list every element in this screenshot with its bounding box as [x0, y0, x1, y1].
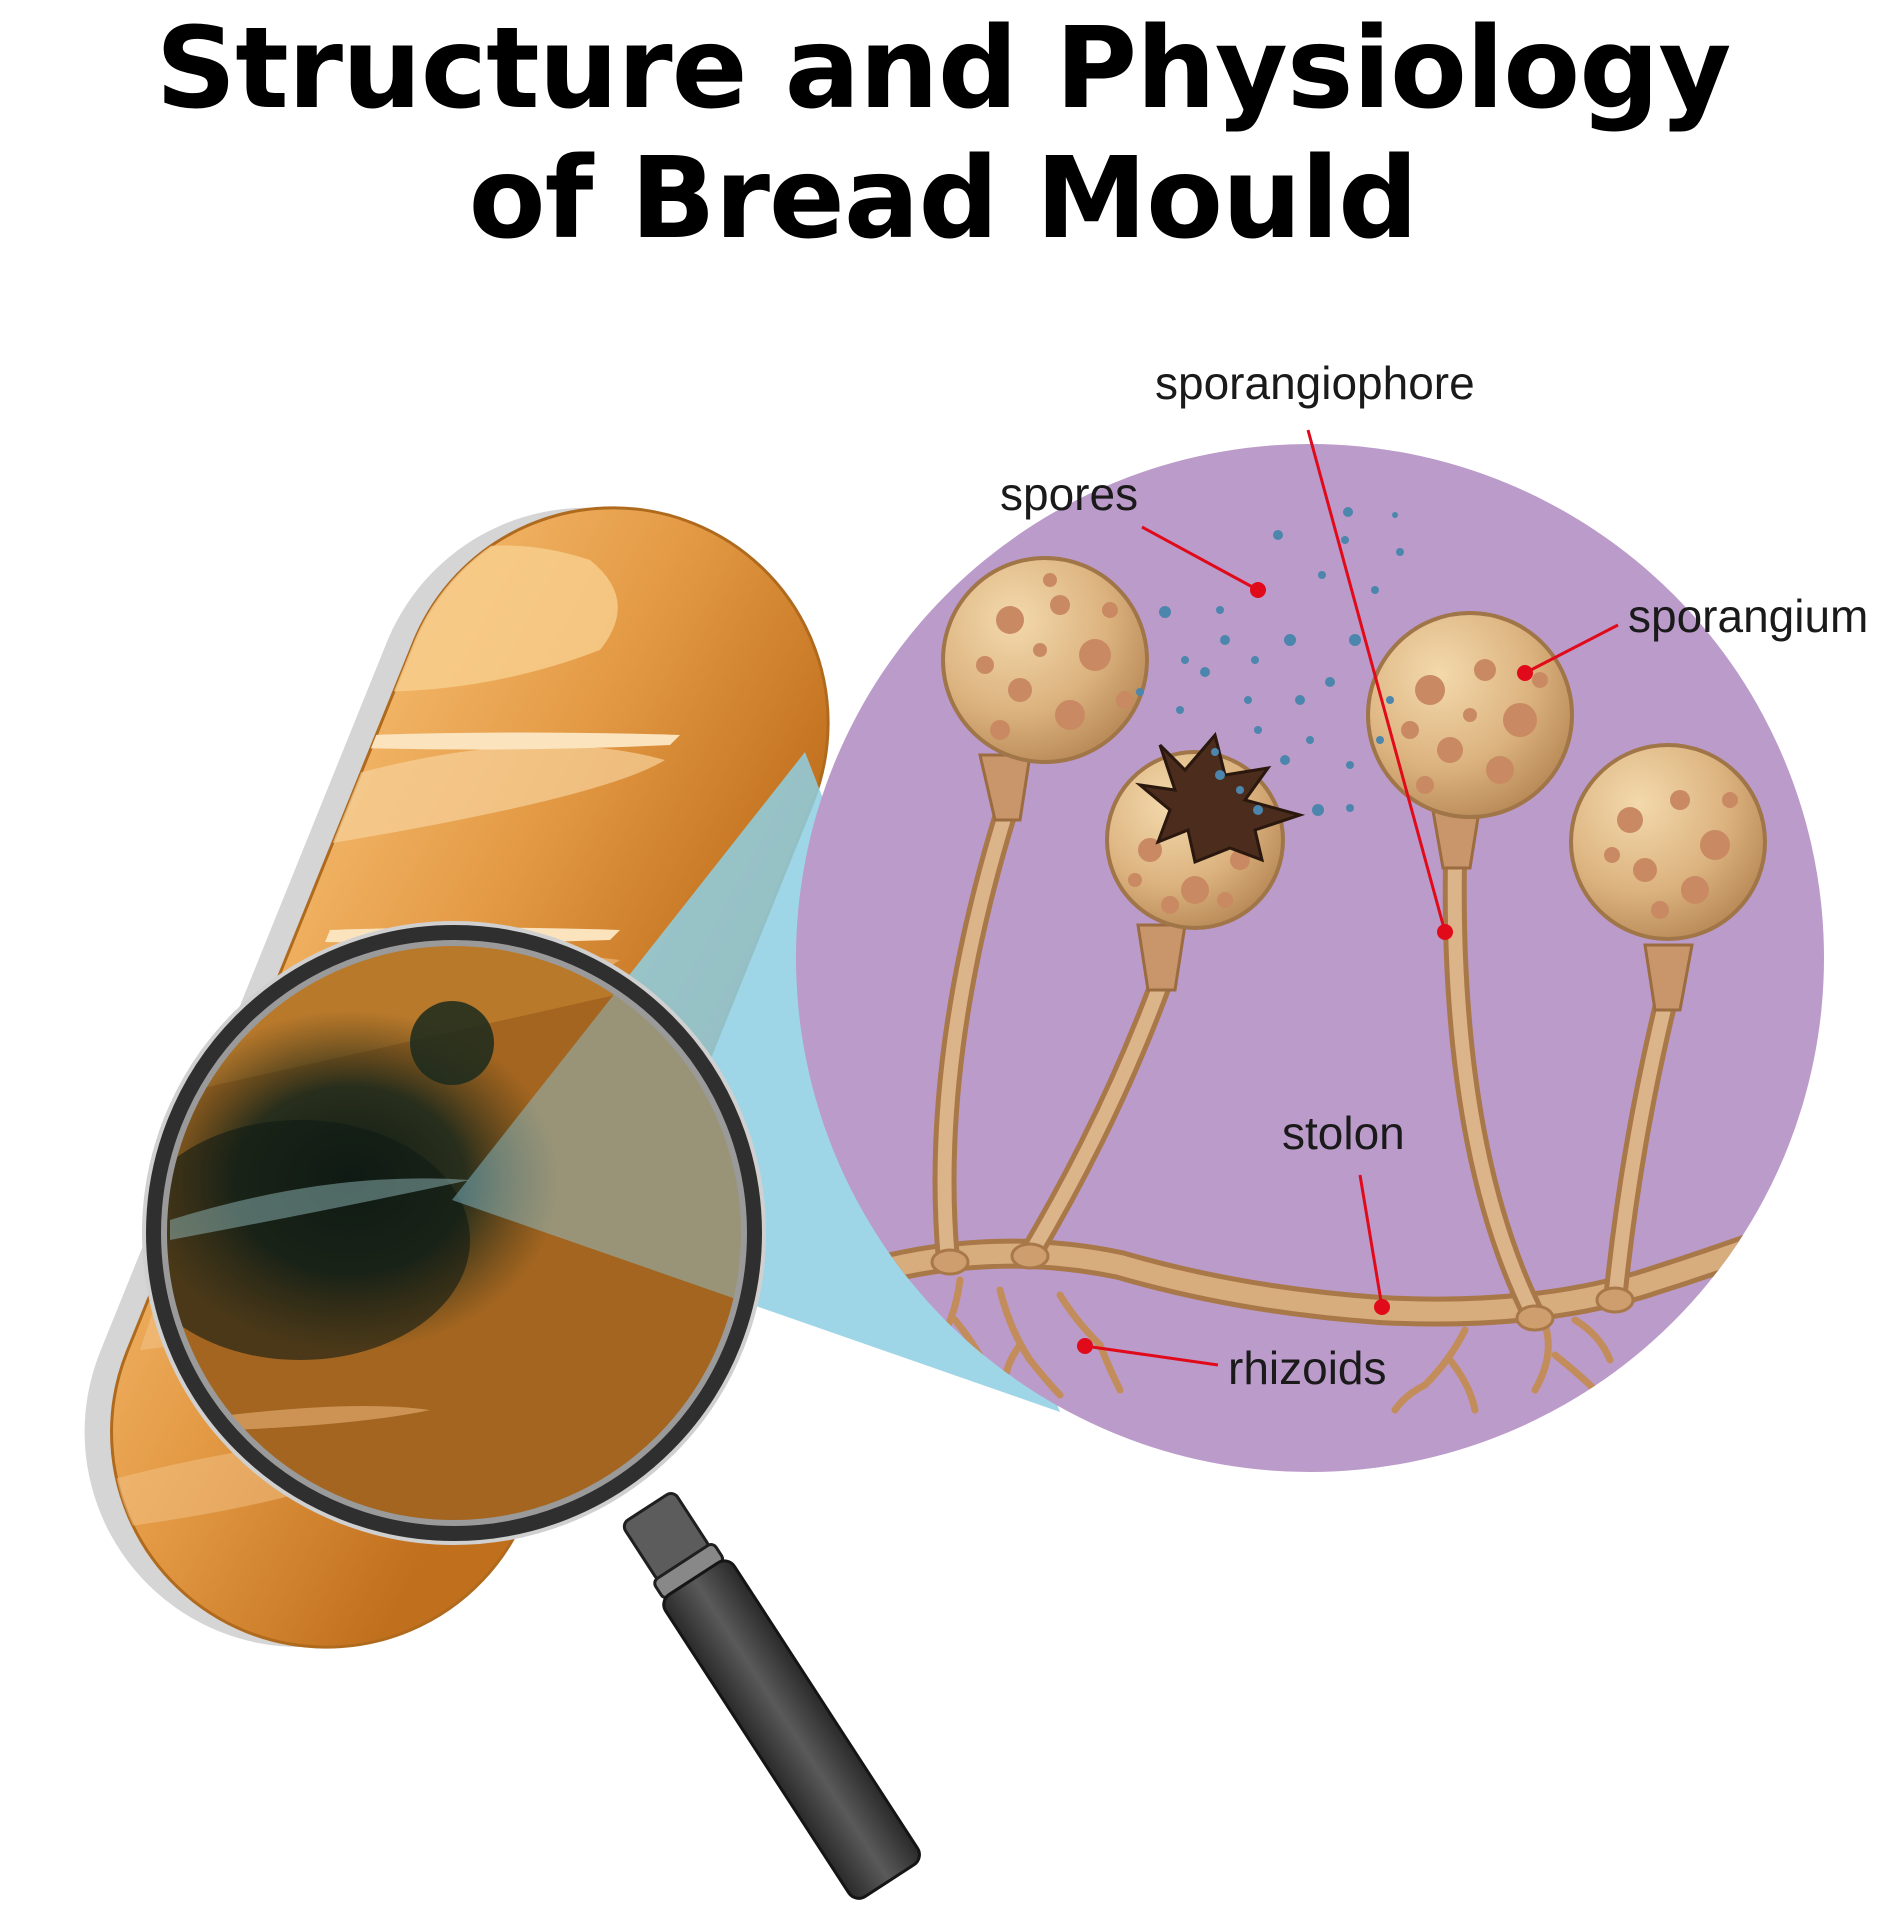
- label-rhizoids: rhizoids: [1228, 1342, 1387, 1394]
- leader-lines: [1077, 429, 1619, 1367]
- label-spores: spores: [1000, 468, 1138, 520]
- sporangiophore-leader: [1306, 429, 1447, 933]
- label-stolon: stolon: [1282, 1107, 1405, 1159]
- magnifying-glass: [142, 921, 921, 1900]
- magnifier-handle: [622, 1492, 921, 1900]
- label-sporangiophore: sporangiophore: [1155, 357, 1475, 409]
- mould-spot: [410, 1001, 494, 1085]
- spores-cloud: [1136, 507, 1404, 816]
- rhizoids-leader: [1084, 1344, 1219, 1367]
- sporangiophores: [932, 803, 1677, 1330]
- ruptured-wall: [1134, 731, 1306, 865]
- lens-rim: [144, 923, 764, 1543]
- sporangium-leader: [1524, 623, 1619, 675]
- spores-leader: [1141, 525, 1259, 592]
- label-sporangium: sporangium: [1628, 590, 1868, 642]
- title-line-2: of Bread Mould: [468, 134, 1419, 264]
- apophyses: [978, 753, 1694, 1012]
- stolon-leader: [1358, 1174, 1384, 1308]
- diagram-title: Structure and Physiology of Bread Mould: [0, 4, 1886, 264]
- sporangium-2: [1366, 611, 1574, 819]
- lens-view: [164, 943, 744, 1523]
- stalk-bases: [930, 1242, 1635, 1332]
- title-line-1: Structure and Physiology: [155, 4, 1732, 134]
- sporangium-3: [1569, 743, 1767, 941]
- sporangium-burst: [1105, 731, 1306, 930]
- sporangium-1: [941, 556, 1149, 764]
- magnified-view: [796, 444, 1824, 1472]
